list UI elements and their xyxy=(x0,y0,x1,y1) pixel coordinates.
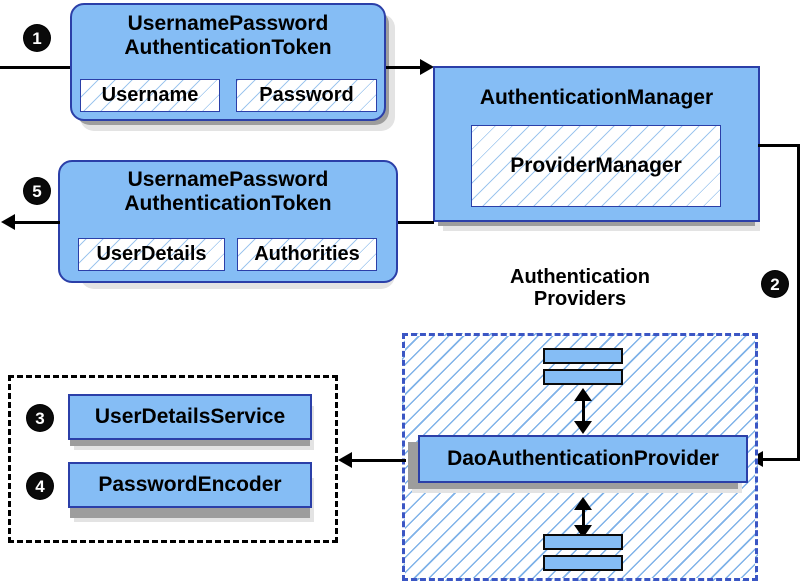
step-marker-4: 4 xyxy=(27,473,53,499)
providers-top-connector-arrow-down xyxy=(574,421,592,434)
provider-manager-label: ProviderManager xyxy=(510,154,682,177)
response-token-title-line1: UsernamePassword xyxy=(127,168,329,191)
manager-to-providers-line-v xyxy=(797,144,800,460)
providers-bottom-connector-line xyxy=(582,505,585,531)
incoming-request-line xyxy=(0,66,72,69)
dao-authentication-provider-box[interactable]: DaoAuthenticationProvider xyxy=(418,435,748,483)
outgoing-response-line xyxy=(14,221,60,224)
dao-to-dependencies-arrowhead xyxy=(338,452,352,468)
other-provider-bar-bottom-2[interactable] xyxy=(543,555,623,571)
manager-to-response-token-line xyxy=(398,221,434,224)
provider-manager-box[interactable]: ProviderManager xyxy=(471,125,721,207)
response-token-field-authorities[interactable]: Authorities xyxy=(237,238,377,271)
step-marker-5: 5 xyxy=(24,178,50,204)
request-token-field-username[interactable]: Username xyxy=(80,79,220,112)
user-details-service-box[interactable]: UserDetailsService xyxy=(68,394,312,440)
step-marker-2: 2 xyxy=(762,271,788,297)
request-token-title-line1: UsernamePassword xyxy=(127,12,329,35)
dao-authentication-provider-label: DaoAuthenticationProvider xyxy=(447,446,719,470)
providers-bottom-connector-arrow-up xyxy=(574,497,592,510)
token-to-manager-arrowhead xyxy=(420,59,434,75)
authentication-manager-label: AuthenticationManager xyxy=(479,86,714,109)
outgoing-response-arrowhead xyxy=(1,214,15,230)
request-token-title: UsernamePassword AuthenticationToken xyxy=(72,5,384,59)
response-token-field-userdetails-label: UserDetails xyxy=(96,243,207,265)
other-provider-bar-bottom-1[interactable] xyxy=(543,534,623,550)
manager-to-providers-line-h2 xyxy=(762,458,800,461)
password-encoder-box[interactable]: PasswordEncoder xyxy=(68,462,312,508)
user-details-service-label: UserDetailsService xyxy=(94,404,286,428)
authentication-providers-label-line1: Authentication xyxy=(510,266,650,288)
response-token-field-userdetails[interactable]: UserDetails xyxy=(78,238,225,271)
authentication-providers-label: Authentication Providers xyxy=(452,266,708,311)
step-marker-1: 1 xyxy=(24,25,50,51)
response-token-title: UsernamePassword AuthenticationToken xyxy=(60,162,396,215)
request-token-field-password-label: Password xyxy=(259,84,354,106)
manager-to-providers-line-h1 xyxy=(758,144,800,147)
step-marker-3: 3 xyxy=(27,405,53,431)
response-token-field-authorities-label: Authorities xyxy=(254,243,360,265)
request-token-title-line2: AuthenticationToken xyxy=(124,35,332,59)
providers-top-connector-line xyxy=(582,396,585,426)
request-token-field-username-label: Username xyxy=(101,84,199,106)
providers-top-connector-arrow-up xyxy=(574,388,592,401)
other-provider-bar-top-2[interactable] xyxy=(543,369,623,385)
request-token-field-password[interactable]: Password xyxy=(236,79,377,112)
password-encoder-label: PasswordEncoder xyxy=(98,472,282,496)
other-provider-bar-top-1[interactable] xyxy=(543,348,623,364)
token-to-manager-line xyxy=(386,66,424,69)
authentication-providers-label-line2: Providers xyxy=(533,288,627,311)
dao-to-dependencies-line xyxy=(352,459,406,462)
response-token-title-line2: AuthenticationToken xyxy=(124,191,332,215)
